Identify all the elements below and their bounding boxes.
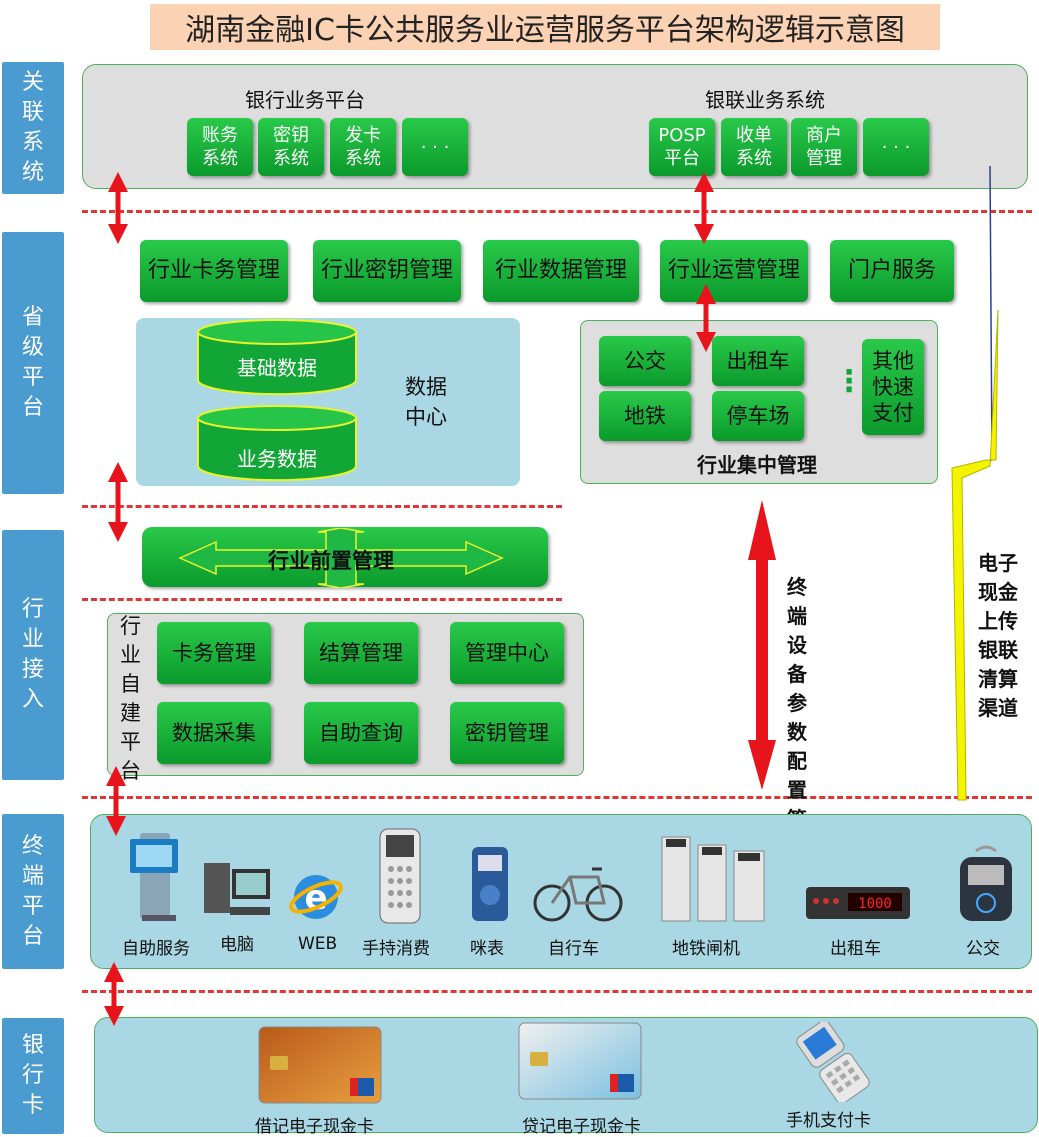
terminal-label-0: 自助服务 [122, 939, 190, 959]
terminal-label-3: 手持消费 [362, 939, 430, 959]
province-module-2: 行业数据管理 [483, 240, 639, 302]
unionpay-item-3: · · · [863, 118, 929, 176]
terminal-label-7: 出租车 [830, 939, 881, 959]
industry-item-0: 公交 [599, 336, 691, 386]
access-item-2: 管理中心 [450, 622, 564, 684]
web-icon: e [288, 869, 344, 925]
meter-icon [468, 843, 512, 925]
pc-icon [202, 855, 272, 925]
bank-item-2: 发卡 系统 [330, 118, 396, 176]
access-item-0: 卡务管理 [157, 622, 271, 684]
svg-text:1000: 1000 [858, 896, 892, 912]
province-module-4: 门户服务 [830, 240, 954, 302]
unionpay-system-label: 银联业务系统 [705, 88, 825, 112]
db-business-label: 业务数据 [237, 447, 317, 471]
card-label-2: 手机支付卡 [786, 1111, 871, 1131]
front-management-label: 行业前置管理 [268, 549, 394, 573]
separator-3 [82, 598, 562, 601]
gate-icon [658, 827, 770, 925]
cash-upload-label: 电子现金上传银联清算渠道 [978, 551, 1018, 720]
db-basic-label: 基础数据 [237, 356, 317, 380]
access-item-1: 结算管理 [304, 622, 418, 684]
bank-item-0: 账务 系统 [187, 118, 253, 176]
terminal-label-6: 地铁闸机 [672, 939, 740, 959]
industry-dots: ⋮ [834, 364, 864, 399]
layer-label-access: 行业接入 [2, 530, 64, 780]
access-item-4: 自助查询 [304, 702, 418, 764]
layer-label-terminal: 终端平台 [2, 814, 64, 969]
bank-item-3: · · · [402, 118, 468, 176]
unionpay-item-0: POSP 平台 [649, 118, 715, 176]
separator-5 [82, 990, 1032, 993]
province-module-3: 行业运营管理 [660, 240, 808, 302]
unionpay-item-1: 收单 系统 [721, 118, 787, 176]
separator-2 [82, 505, 562, 508]
province-module-0: 行业卡务管理 [140, 240, 288, 302]
mobile-phone-icon [790, 1020, 876, 1104]
access-item-5: 密钥管理 [450, 702, 564, 764]
layer-label-related: 关联系统 [2, 62, 64, 194]
db-business-cylinder [197, 405, 357, 482]
industry-item-4: 其他 快速 支付 [862, 339, 924, 435]
cash-channel-bolt [951, 165, 999, 801]
data-center-label: 数据 中心 [405, 375, 447, 429]
terminal-label-1: 电脑 [220, 935, 254, 955]
diagram-title: 湖南金融IC卡公共服务业运营服务平台架构逻辑示意图 [150, 4, 940, 50]
industry-item-2: 地铁 [599, 391, 691, 441]
bank-platform-label: 银行业务平台 [245, 88, 365, 112]
terminal-label-8: 公交 [966, 939, 1000, 959]
bus-icon [956, 843, 1016, 925]
db-basic-cylinder [197, 319, 357, 396]
handheld-icon [376, 827, 424, 925]
terminal-label-5: 自行车 [548, 939, 599, 959]
bank-item-1: 密钥 系统 [258, 118, 324, 176]
layer-label-bankcard: 银行卡 [2, 1018, 64, 1134]
terminal-label-2: WEB [298, 934, 338, 954]
access-item-3: 数据采集 [157, 702, 271, 764]
bike-icon [532, 859, 624, 925]
province-module-1: 行业密钥管理 [313, 240, 461, 302]
kiosk-icon [126, 829, 182, 925]
unionpay-item-2: 商户 管理 [791, 118, 857, 176]
debit-card-icon [258, 1026, 382, 1104]
card-label-0: 借记电子现金卡 [255, 1117, 374, 1137]
arrow-terminal-param-big [748, 500, 776, 790]
industry-management-title: 行业集中管理 [697, 453, 817, 477]
separator-1 [82, 210, 1032, 213]
front-management-arrows [178, 528, 504, 588]
taxi-icon: 1000 [804, 881, 912, 925]
industry-item-1: 出租车 [712, 336, 804, 386]
card-label-1: 贷记电子现金卡 [522, 1117, 641, 1137]
separator-4 [82, 796, 1032, 799]
terminal-label-4: 咪表 [470, 939, 504, 959]
credit-card-icon [518, 1022, 642, 1100]
industry-item-3: 停车场 [712, 391, 804, 441]
layer-label-province: 省级平台 [2, 232, 64, 494]
self-built-platform-label: 行业自建平台 [120, 614, 141, 783]
